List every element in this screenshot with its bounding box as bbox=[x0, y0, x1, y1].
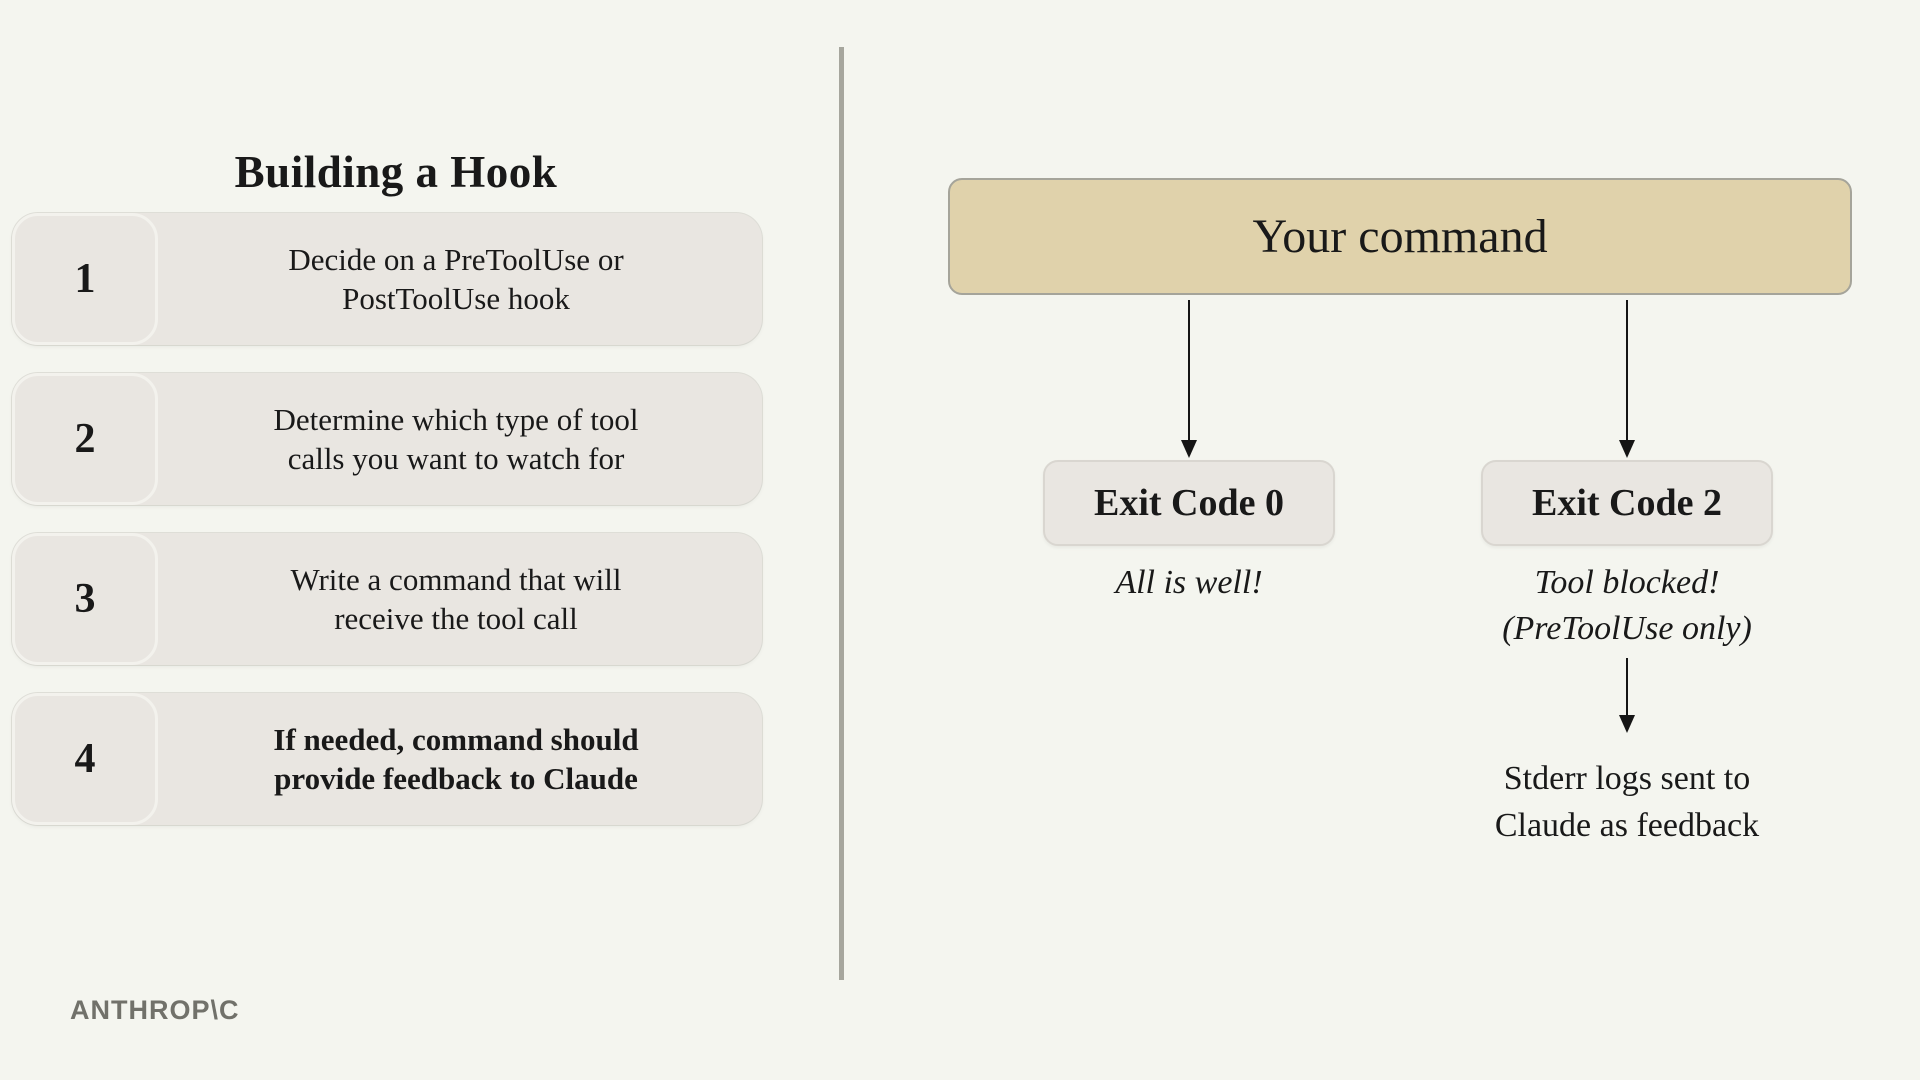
step-text-line: PostToolUse hook bbox=[342, 281, 570, 316]
stderr-feedback-note: Stderr logs sent to Claude as feedback bbox=[1430, 755, 1824, 849]
arrow-down-to-stderr bbox=[1626, 658, 1628, 716]
step-text: If needed, command should provide feedba… bbox=[164, 693, 748, 825]
vertical-divider bbox=[839, 47, 844, 980]
exit2-caption-line1: Tool blocked! bbox=[1534, 564, 1720, 601]
exit2-caption: Tool blocked! (PreToolUse only) bbox=[1481, 560, 1773, 652]
arrow-down-to-exit0-head bbox=[1181, 440, 1197, 458]
step-text-line: Decide on a PreToolUse or bbox=[288, 242, 624, 277]
step-text-line: Determine which type of tool bbox=[273, 402, 639, 437]
exit0-caption: All is well! bbox=[1043, 560, 1335, 606]
step-row-1: 1 Decide on a PreToolUse or PostToolUse … bbox=[12, 213, 762, 345]
step-number-badge: 3 bbox=[12, 533, 158, 665]
step-text-line: provide feedback to Claude bbox=[274, 761, 638, 796]
your-command-box: Your command bbox=[948, 178, 1852, 295]
exit-code-0-box: Exit Code 0 bbox=[1043, 460, 1335, 546]
stderr-feedback-line2: Claude as feedback bbox=[1494, 807, 1760, 844]
stderr-feedback-line1: Stderr logs sent to bbox=[1503, 760, 1751, 797]
arrow-down-to-exit2-head bbox=[1619, 440, 1635, 458]
step-text-line: calls you want to watch for bbox=[287, 441, 625, 476]
exit2-caption-line2: (PreToolUse only) bbox=[1502, 610, 1752, 647]
step-number-badge: 4 bbox=[12, 693, 158, 825]
step-row-2: 2 Determine which type of tool calls you… bbox=[12, 373, 762, 505]
step-text-line: receive the tool call bbox=[334, 601, 578, 636]
step-text-line: Write a command that will bbox=[290, 562, 622, 597]
step-text-line: If needed, command should bbox=[273, 722, 639, 757]
exit0-caption-line: All is well! bbox=[1115, 564, 1263, 601]
arrow-down-to-exit0 bbox=[1188, 300, 1190, 440]
step-text: Decide on a PreToolUse or PostToolUse ho… bbox=[164, 213, 748, 345]
step-number-badge: 2 bbox=[12, 373, 158, 505]
anthropic-logo: ANTHROP\C bbox=[70, 995, 240, 1025]
step-text: Determine which type of tool calls you w… bbox=[164, 373, 748, 505]
exit-code-2-box: Exit Code 2 bbox=[1481, 460, 1773, 546]
step-text: Write a command that will receive the to… bbox=[164, 533, 748, 665]
step-row-3: 3 Write a command that will receive the … bbox=[12, 533, 762, 665]
page-title: Building a Hook bbox=[234, 147, 558, 197]
arrow-down-to-stderr-head bbox=[1619, 715, 1635, 733]
arrow-down-to-exit2 bbox=[1626, 300, 1628, 440]
step-row-4: 4 If needed, command should provide feed… bbox=[12, 693, 762, 825]
step-number-badge: 1 bbox=[12, 213, 158, 345]
